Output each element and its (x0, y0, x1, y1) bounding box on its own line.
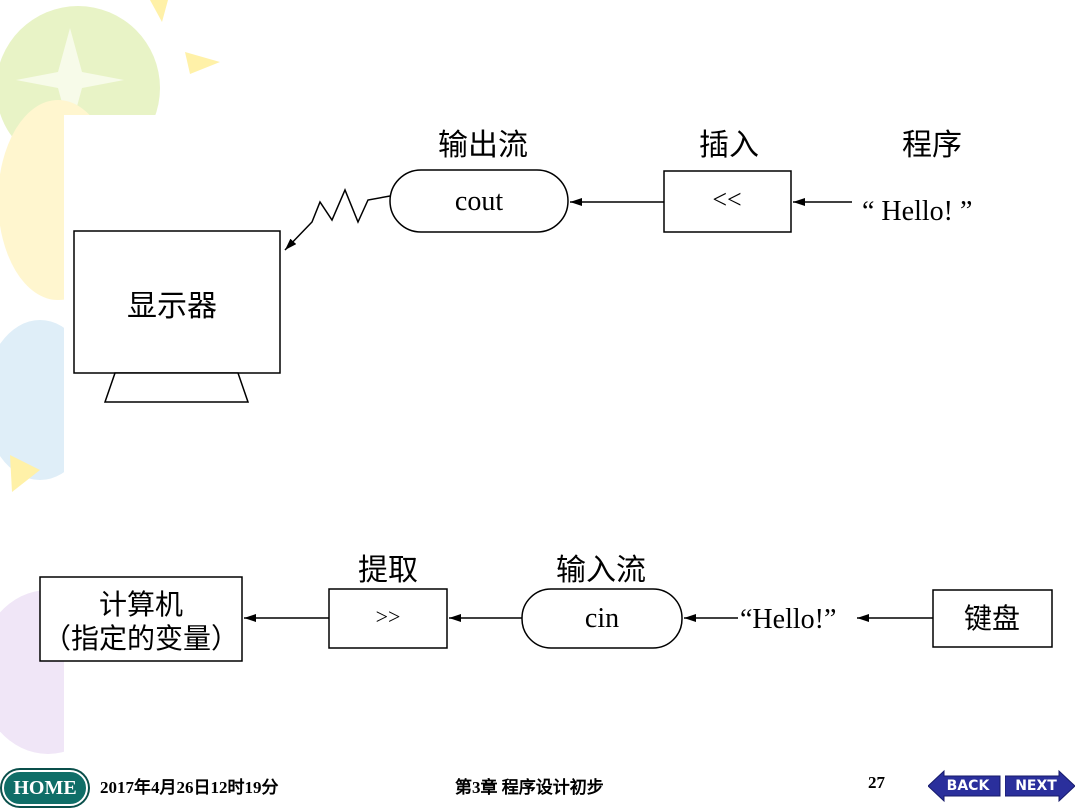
insert-operator-label: << (712, 185, 741, 214)
hello-input-data: “Hello!” (740, 604, 836, 635)
ray-yellow-2 (185, 52, 220, 74)
footer-chapter-title: 第3章 程序设计初步 (455, 778, 604, 797)
program-label: 程序 (902, 128, 962, 163)
ray-yellow-3 (10, 455, 40, 492)
extract-operator-label: >> (376, 604, 401, 629)
extract-label: 提取 (358, 553, 418, 588)
next-arrow-icon (1005, 769, 1075, 803)
next-label: NEXT (1015, 778, 1057, 794)
zigzag-cout-to-display (284, 188, 391, 251)
computer-label: 计算机 (99, 588, 183, 621)
keyboard-box (932, 589, 1053, 648)
hello-output-data: “ Hello! ” (862, 196, 972, 227)
ray-yellow-1 (150, 0, 168, 22)
keyboard-label: 键盘 (964, 602, 1020, 635)
back-label: BACK (946, 778, 990, 794)
display-monitor (73, 230, 281, 374)
extract-operator-box (328, 588, 448, 649)
next-button[interactable]: NEXT (1005, 769, 1075, 803)
monitor-stand (103, 372, 250, 403)
cout-stream-node (389, 169, 569, 233)
cin-label: cin (585, 603, 619, 634)
variable-label: （指定的变量） (43, 622, 239, 655)
back-arrow-icon (928, 769, 1001, 803)
computer-box (39, 576, 243, 662)
slide-footer: HOME 2017年4月26日12时19分 第3章 程序设计初步 27 BACK… (0, 765, 1080, 810)
page-number: 27 (868, 773, 885, 792)
display-label: 显示器 (127, 289, 217, 324)
output-stream-label: 输出流 (438, 128, 528, 163)
input-stream-label: 输入流 (556, 553, 646, 588)
sparkle-star (16, 28, 124, 132)
home-button[interactable]: HOME (2, 770, 88, 806)
footer-datetime: 2017年4月26日12时19分 (100, 778, 279, 797)
cout-label: cout (455, 186, 503, 217)
back-button[interactable]: BACK (928, 769, 1002, 803)
insert-label: 插入 (699, 128, 759, 163)
